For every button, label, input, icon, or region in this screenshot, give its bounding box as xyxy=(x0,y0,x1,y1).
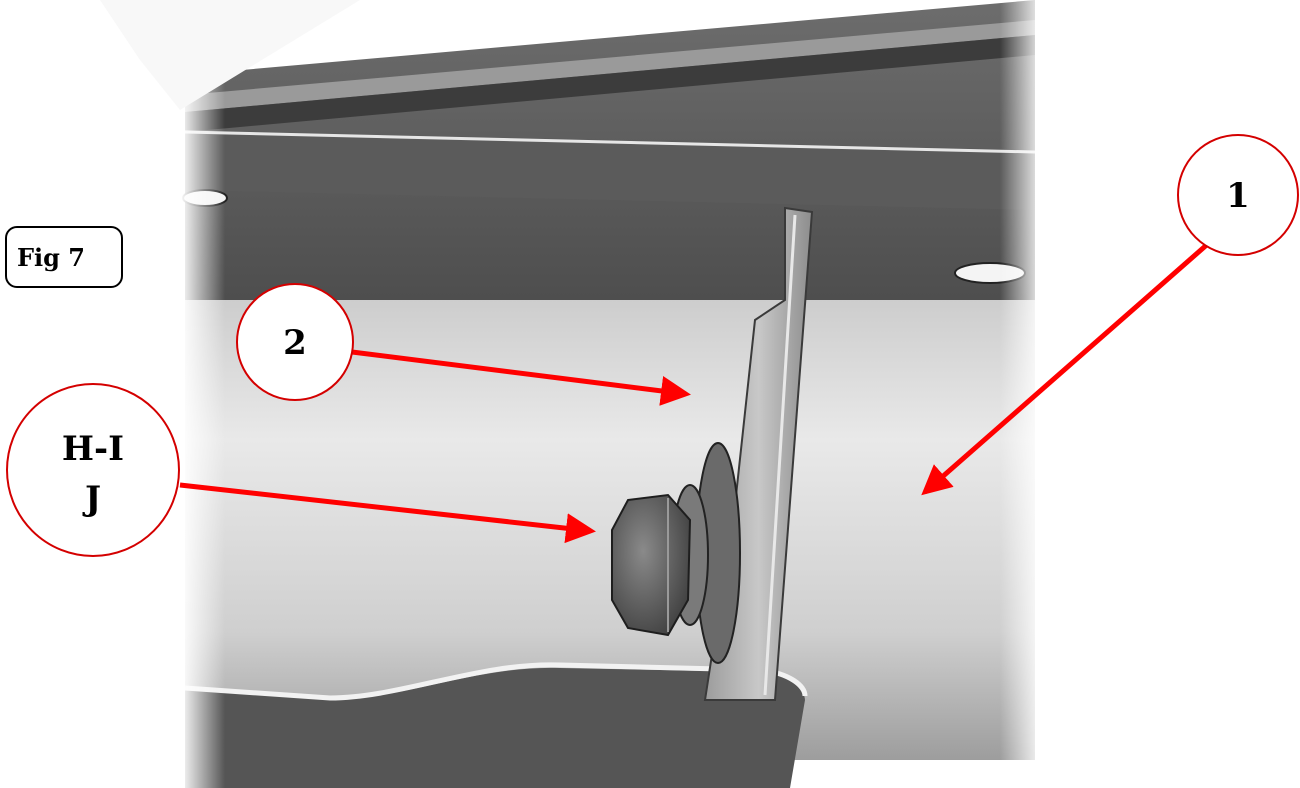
arrow-callout-hij xyxy=(179,482,596,544)
top-left-corner-blank xyxy=(100,0,360,110)
arrow-callout-2 xyxy=(351,349,691,406)
hex-nut xyxy=(611,493,692,637)
callout-1-circle xyxy=(1177,134,1299,256)
illustration-body xyxy=(100,0,1300,788)
figure-label-text: Fig 7 xyxy=(17,242,85,272)
callout-1-label: 1 xyxy=(1226,176,1250,216)
channel-edge-line xyxy=(184,130,1036,154)
callout-hij-label-line2: J xyxy=(82,479,101,519)
callout-hij-label-line1: H-I xyxy=(62,429,124,469)
callout-arrows xyxy=(179,240,1212,544)
callout-hij: H-I J xyxy=(6,383,180,557)
fade-left xyxy=(180,0,225,788)
bottom-base-edge xyxy=(184,662,808,701)
callout-1: 1 xyxy=(1177,134,1299,256)
figure-label: Fig 7 xyxy=(5,226,123,288)
top-channel-lip xyxy=(185,130,1035,210)
arrow-callout-1 xyxy=(921,240,1212,496)
callout-hij-circle xyxy=(6,383,180,557)
callout-2: 2 xyxy=(236,283,354,401)
top-channel-rim xyxy=(185,35,1035,132)
bottom-base-plate xyxy=(185,667,805,788)
plate-edge xyxy=(763,214,797,696)
top-channel-highlight xyxy=(185,20,1035,112)
right-blank xyxy=(1040,0,1300,788)
callout-2-label: 2 xyxy=(283,323,307,363)
callout-2-circle xyxy=(236,283,354,401)
